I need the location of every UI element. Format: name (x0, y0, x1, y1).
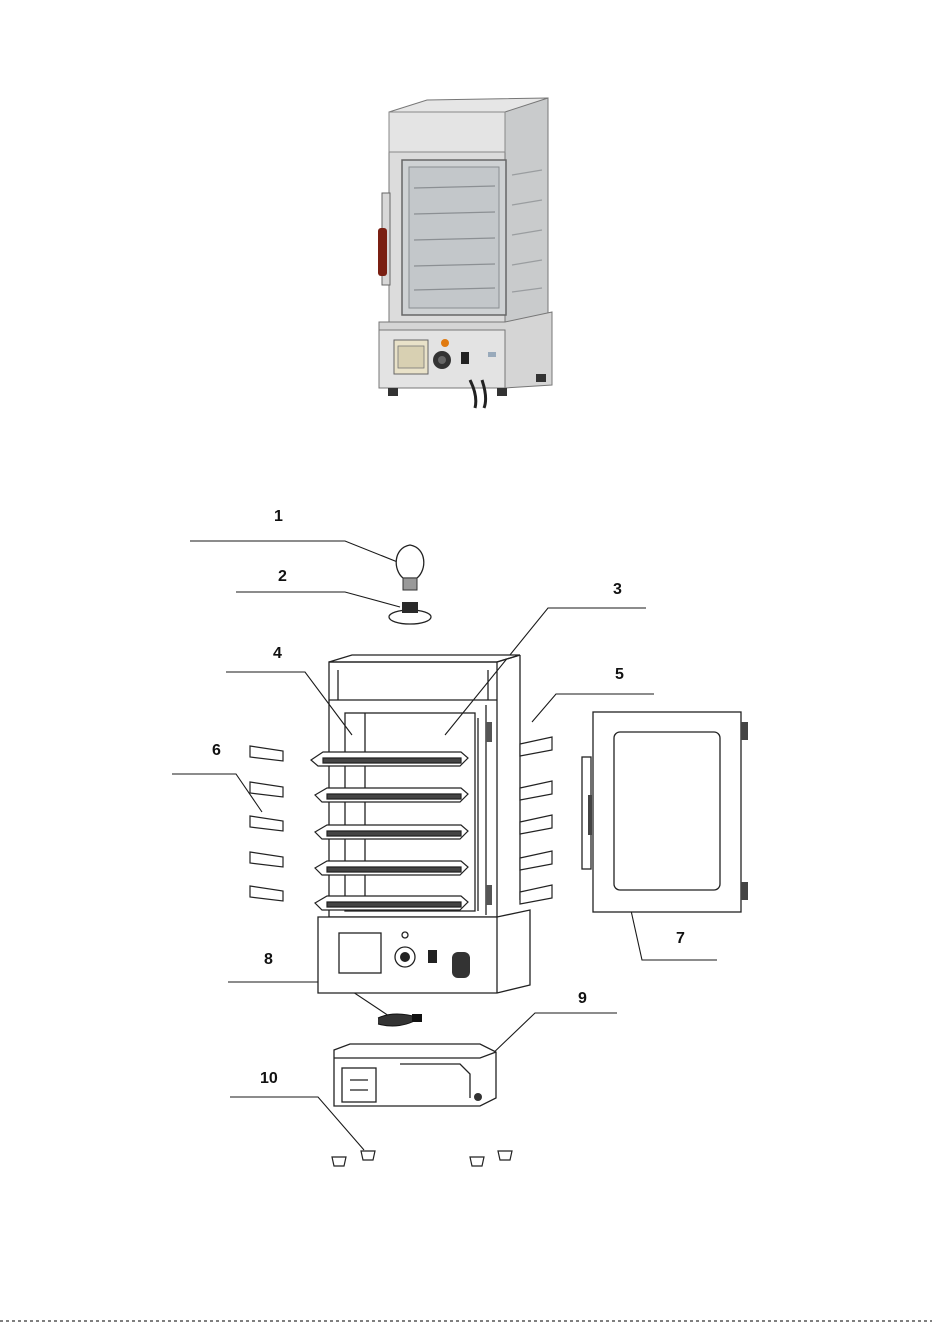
callout-3: 3 (613, 581, 622, 598)
part-3-cabinet-body (329, 655, 520, 917)
callout-7: 7 (676, 930, 685, 947)
part-8-power-cord (378, 1014, 422, 1026)
callout-9: 9 (578, 990, 587, 1007)
cabinet-base (318, 910, 530, 993)
callout-4: 4 (273, 645, 282, 662)
product-photo (378, 98, 552, 408)
part-6-shelf-brackets-left (250, 746, 283, 901)
indicator-lamp (441, 339, 449, 347)
part-9-water-tray (334, 1044, 496, 1106)
callout-2: 2 (278, 568, 287, 585)
callout-5: 5 (615, 666, 624, 683)
callout-1: 1 (274, 508, 283, 525)
part-4-racks (311, 752, 468, 910)
part-7-door (582, 712, 748, 912)
callout-6: 6 (212, 742, 221, 759)
callout-10: 10 (260, 1070, 278, 1087)
part-1-bulb (396, 545, 424, 590)
part-5-shelf-brackets-right (520, 737, 552, 904)
power-switch (461, 352, 469, 364)
callout-8: 8 (264, 951, 273, 968)
part-10-feet (332, 1151, 512, 1166)
